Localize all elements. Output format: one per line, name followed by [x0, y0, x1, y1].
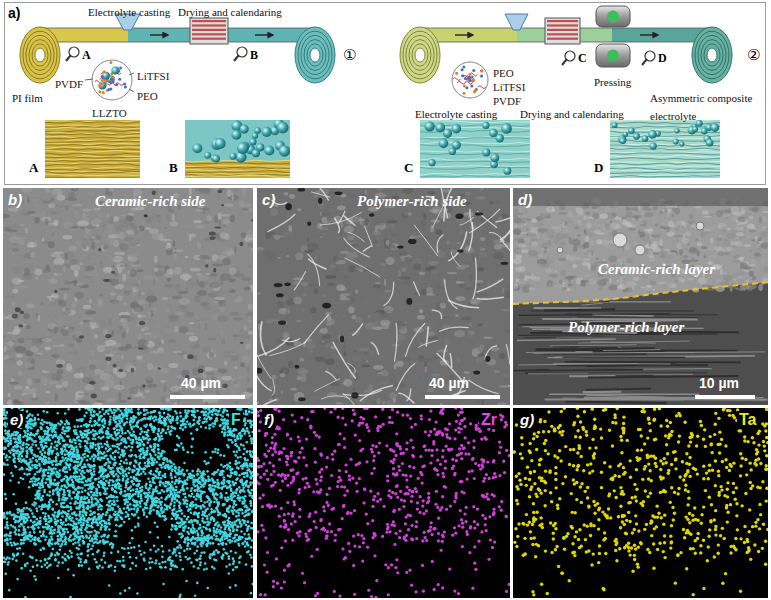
figure: a)ABCDb)Ceramic-rich side40 µmc)Polymer-… [0, 0, 771, 600]
